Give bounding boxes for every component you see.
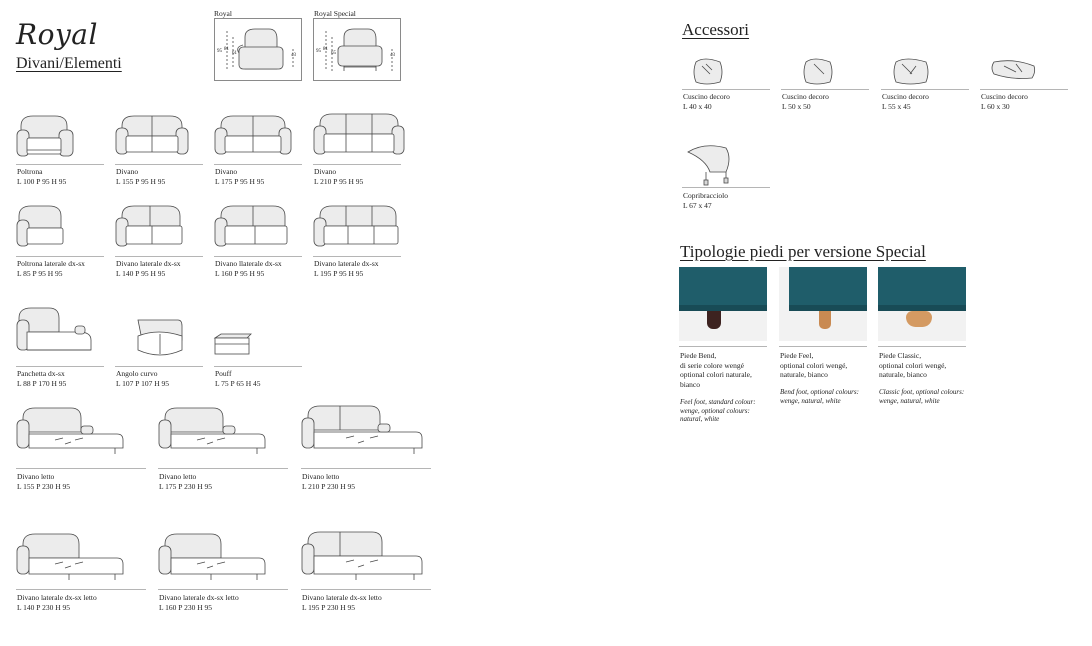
curved-corner-icon [137, 319, 183, 356]
foot-caption-en: Classic foot, optional colours: wenge, n… [879, 388, 965, 405]
side-sofa-bed-large-icon [301, 531, 423, 580]
tech-label-royal: Royal [214, 9, 232, 18]
tech-drawing-royal-special: 95 81 65 43 [313, 18, 401, 81]
tech-dim-1: 95 [316, 49, 321, 54]
cushion-icon [893, 58, 929, 85]
tech-label-royal-special: Royal Special [314, 9, 356, 18]
armchair-side-icon [226, 28, 294, 70]
feet-heading: Tipologie piedi per versione Special [680, 242, 926, 261]
sofa-bed-icon [158, 407, 266, 454]
tech-dim-4: 43 [390, 53, 395, 58]
side-sofa-bed-icon [158, 533, 266, 580]
chaise-longue-icon [16, 307, 92, 351]
tech-dim-1: 95 [217, 49, 222, 54]
sofa-bed-icon [16, 407, 124, 454]
tech-dim-2: 81 [224, 47, 229, 52]
armchair-icon [16, 115, 74, 157]
tech-drawing-royal: 95 81 61 43 [214, 18, 302, 81]
foot-caption-en: Feel foot, standard colour: wenge, optio… [680, 398, 756, 423]
cushion-icon [693, 58, 723, 85]
sofa-icon [115, 115, 189, 155]
side-sofa-icon [214, 205, 288, 247]
armrest-cover-icon [687, 145, 730, 186]
side-sofa-icon [115, 205, 183, 247]
armchair-special-side-icon [325, 28, 393, 71]
sofa-large-icon [313, 113, 405, 155]
side-sofa-bed-icon [16, 533, 124, 580]
side-armchair-icon [16, 205, 64, 247]
pouf-icon [213, 333, 252, 355]
foot-bend-photo [679, 267, 767, 341]
sofa-bed-large-icon [301, 405, 423, 454]
tech-dim-3: 61 [232, 51, 237, 56]
side-sofa-large-icon [313, 205, 399, 247]
page-subtitle: Divani/Elementi [16, 55, 122, 72]
lumbar-cushion-icon [991, 60, 1036, 79]
foot-feel-photo [779, 267, 867, 341]
foot-classic-photo [878, 267, 966, 341]
foot-caption-en: Bend foot, optional colours: wenge, natu… [780, 388, 859, 405]
cushion-icon [803, 58, 833, 85]
foot-caption: Piede Bend, di serie colore wengé option… [680, 351, 752, 389]
brand-title: Royal [16, 18, 98, 51]
foot-caption: Piede Classic, optional colori wengé, na… [879, 351, 947, 379]
tech-dim-2: 81 [323, 47, 328, 52]
accessories-heading: Accessori [682, 20, 750, 39]
tech-dim-3: 65 [331, 51, 336, 56]
sofa-icon [214, 115, 292, 155]
tech-dim-4: 43 [291, 53, 296, 58]
foot-caption: Piede Feel, optional colori wengé, natur… [780, 351, 848, 379]
